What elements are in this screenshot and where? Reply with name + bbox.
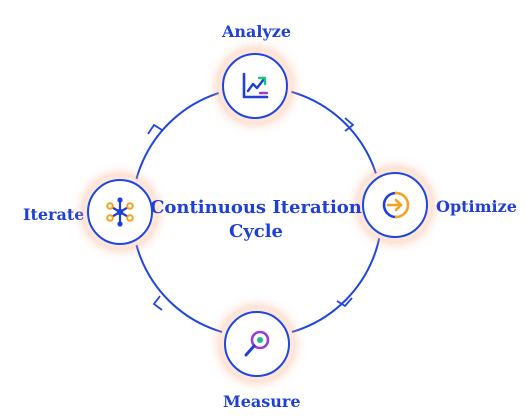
stage-node-optimize — [362, 172, 428, 238]
center-title-line1: Continuous Iteration — [150, 197, 362, 218]
arrow-chevron — [336, 297, 353, 308]
analytics-chart-icon — [242, 72, 269, 99]
stage-node-iterate — [87, 179, 153, 245]
center-title: Continuous Iteration Cycle — [150, 196, 362, 244]
arrow-chevron — [147, 123, 163, 135]
arrow-chevron — [344, 117, 355, 132]
stage-label-analyze: Analyze — [222, 22, 292, 41]
network-nodes-icon — [106, 197, 134, 227]
optimize-arrow-icon — [382, 191, 410, 219]
stage-label-measure: Measure — [223, 392, 301, 411]
stage-node-measure — [224, 311, 290, 377]
center-title-line2: Cycle — [228, 221, 284, 242]
arrow-chevron — [152, 295, 163, 311]
stage-label-optimize: Optimize — [436, 197, 517, 216]
stage-node-analyze — [222, 53, 288, 119]
stage-label-iterate: Iterate — [23, 205, 85, 224]
magnify-measure-icon — [244, 330, 270, 357]
